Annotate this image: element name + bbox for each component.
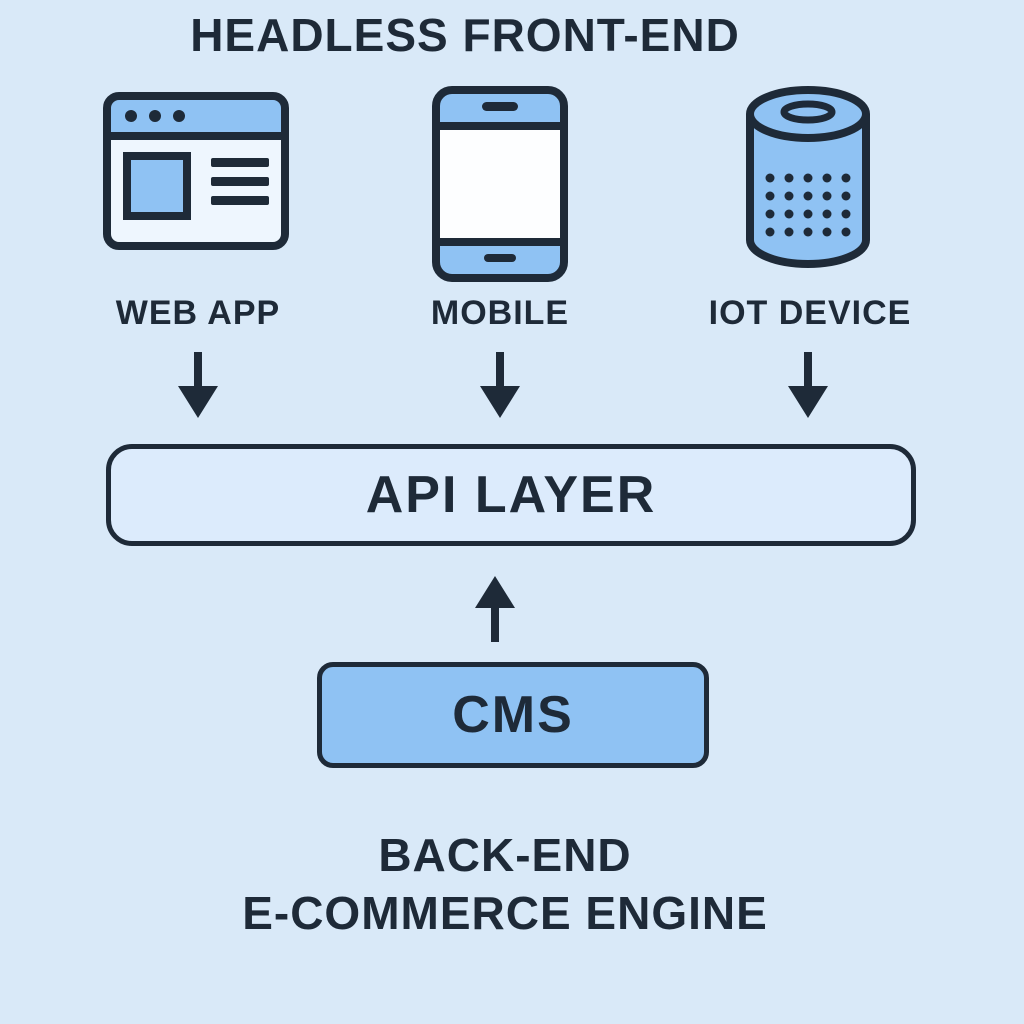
api-layer-label: API LAYER <box>365 466 657 524</box>
speaker-dot-grid <box>765 173 851 237</box>
backend-caption: BACK-END E-COMMERCE ENGINE <box>0 826 1010 942</box>
browser-content-square <box>123 152 191 220</box>
arrow-down-mobile-icon <box>480 352 520 418</box>
api-layer-box: API LAYER <box>106 444 916 546</box>
mobile-icon <box>432 86 568 282</box>
arrow-up-cms-icon <box>475 576 515 642</box>
phone-home-bar <box>484 254 516 262</box>
diagram-title: HEADLESS FRONT-END <box>190 9 740 61</box>
arrow-down-iot-icon <box>788 352 828 418</box>
mobile-label: MOBILE <box>430 294 570 332</box>
cms-label: CMS <box>452 686 574 744</box>
arrow-down-web-app-icon <box>178 352 218 418</box>
backend-caption-line1: BACK-END <box>378 829 632 881</box>
backend-caption-line2: E-COMMERCE ENGINE <box>242 887 768 939</box>
web-app-icon <box>103 92 289 250</box>
browser-dot <box>149 110 161 122</box>
iot-device-icon <box>746 86 870 268</box>
browser-dot <box>125 110 137 122</box>
phone-speaker <box>482 102 518 111</box>
speaker-top-ring <box>780 100 836 124</box>
browser-dot <box>173 110 185 122</box>
iot-device-label: IOT DEVICE <box>708 294 912 332</box>
web-app-label: WEB APP <box>115 294 281 332</box>
cms-box: CMS <box>317 662 709 768</box>
